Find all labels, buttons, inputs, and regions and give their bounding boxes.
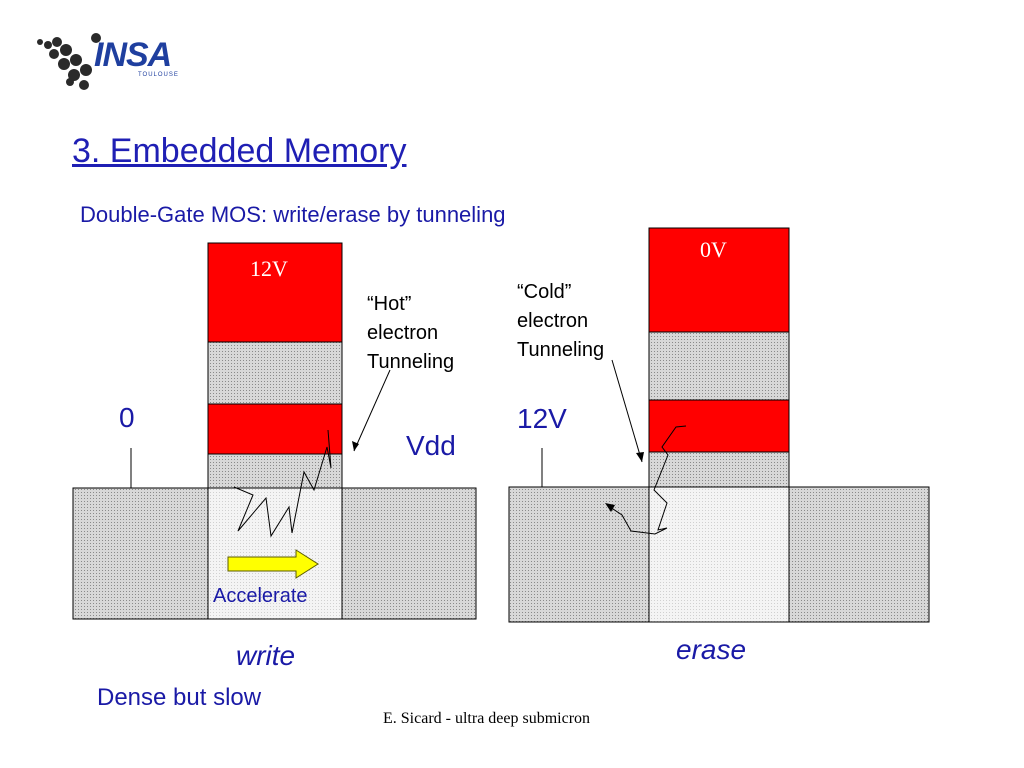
slide-subtitle: Double-Gate MOS: write/erase by tunnelin… — [80, 202, 506, 227]
accelerate-label: Accelerate — [213, 585, 308, 607]
write-transistor — [72, 242, 477, 620]
write-drain-region — [341, 487, 477, 620]
erase-tunneling-line-2: electron — [517, 310, 589, 332]
erase-electron-arrowhead — [605, 503, 615, 512]
write-gate-voltage: 12V — [250, 256, 288, 281]
accelerate-arrow — [227, 549, 319, 579]
erase-tunneling-line-1: “Cold” — [517, 281, 572, 303]
erase-source-region — [508, 486, 650, 623]
erase-caption: erase — [676, 634, 747, 665]
write-tunneling-label: “Hot” electron Tunneling — [367, 290, 454, 377]
erase-gate-voltage: 0V — [700, 237, 727, 262]
erase-tunneling-label: “Cold” electron Tunneling — [517, 278, 604, 365]
write-hot-electron-pointer — [353, 369, 391, 452]
write-drain-voltage: Vdd — [406, 430, 456, 461]
logo-name: INSA — [94, 36, 172, 74]
slide-footer: E. Sicard - ultra deep submicron — [383, 710, 591, 727]
write-pointer-arrowhead — [352, 441, 359, 451]
erase-channel-region — [648, 486, 790, 623]
erase-interpoly-oxide — [648, 331, 790, 401]
erase-drain-region — [788, 486, 930, 623]
erase-source-voltage: 12V — [517, 403, 567, 434]
write-control-gate — [207, 242, 343, 343]
write-caption: write — [236, 640, 296, 671]
erase-pointer-arrowhead — [636, 452, 644, 462]
erase-floating-gate — [648, 399, 790, 453]
slide-title: 3. Embedded Memory — [72, 132, 407, 170]
erase-tunneling-line-3: Tunneling — [517, 339, 605, 361]
insa-logo: INSA TOULOUSE — [30, 20, 200, 95]
write-interpoly-oxide — [207, 341, 343, 405]
write-floating-gate — [207, 403, 343, 455]
erase-transistor — [508, 227, 930, 623]
write-source-voltage: 0 — [119, 402, 135, 433]
write-tunneling-line-1: “Hot” — [367, 293, 412, 315]
write-tunnel-oxide — [207, 453, 343, 489]
insa-logo-graphic — [37, 33, 101, 90]
logo-subname: TOULOUSE — [138, 72, 179, 78]
write-source-region — [72, 487, 209, 620]
dense-note: Dense but slow — [97, 684, 262, 711]
write-electron-path — [233, 429, 332, 538]
erase-electron-path — [606, 425, 687, 535]
write-tunneling-line-3: Tunneling — [367, 351, 455, 373]
write-channel-region — [207, 487, 343, 620]
write-tunneling-line-2: electron — [367, 322, 439, 344]
erase-tunnel-oxide — [648, 451, 790, 488]
erase-control-gate — [648, 227, 790, 333]
erase-cold-electron-pointer — [611, 359, 643, 463]
